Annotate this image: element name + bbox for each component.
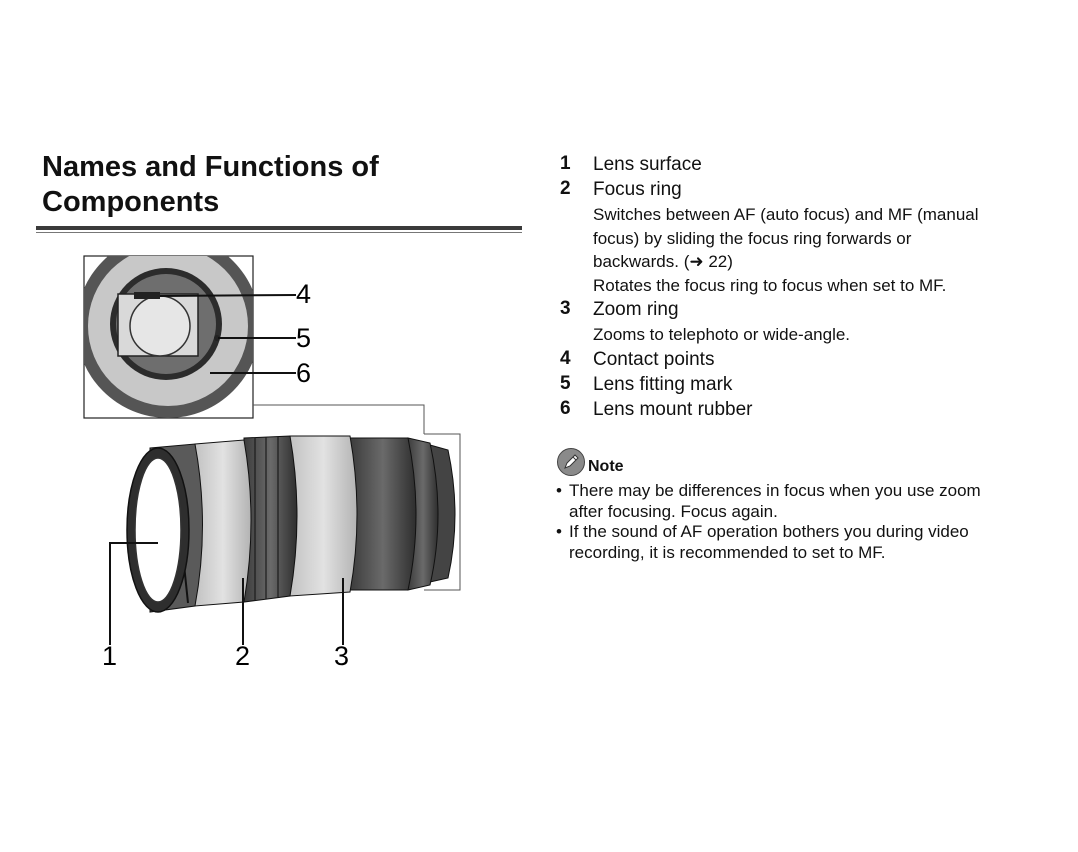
- desc-line: Switches between AF (auto focus) and MF …: [593, 205, 979, 224]
- note-line: recording, it is recommended to set to M…: [569, 542, 886, 562]
- callout-2: 2: [235, 641, 250, 671]
- note-line: after focusing. Focus again.: [569, 501, 778, 521]
- lens-rear-inset: [83, 255, 297, 419]
- section-heading: Names and Functions of Components: [42, 150, 512, 220]
- component-item-3: 3 Zoom ring Zooms to telephoto or wide-a…: [560, 297, 1060, 347]
- item-title: Lens surface: [593, 154, 702, 175]
- lens-illustration: 4 5 6 1 2 3: [83, 255, 461, 671]
- heading-line-2: Components: [42, 186, 220, 218]
- item-number: 5: [560, 372, 571, 394]
- heading-rule-thin: [36, 232, 522, 233]
- desc-line: focus) by sliding the focus ring forward…: [593, 228, 912, 248]
- item-title: Zoom ring: [593, 299, 679, 320]
- desc-line: Zooms to telephoto or wide-angle.: [593, 325, 851, 344]
- component-item-6: 6 Lens mount rubber: [560, 397, 1060, 422]
- item-description: Zooms to telephoto or wide-angle.: [593, 323, 1060, 347]
- item-description: Switches between AF (auto focus) and MF …: [593, 203, 1060, 297]
- callout-1: 1: [102, 641, 117, 671]
- component-item-5: 5 Lens fitting mark: [560, 372, 1060, 397]
- note-bullet-2: If the sound of AF operation bothers you…: [556, 522, 1056, 563]
- desc-line: Rotates the focus ring to focus when set…: [593, 275, 947, 295]
- note-header: Note: [556, 447, 1056, 477]
- pencil-note-icon: [557, 448, 585, 476]
- heading-rule-thick: [36, 226, 522, 230]
- item-number: 4: [560, 347, 571, 369]
- note-section: Note There may be differences in focus w…: [556, 447, 1056, 563]
- desc-line: backwards. (➜ 22): [593, 252, 733, 271]
- callout-3: 3: [334, 641, 349, 671]
- note-title: Note: [588, 458, 624, 475]
- callout-5: 5: [296, 323, 311, 353]
- note-line: There may be differences in focus when y…: [569, 481, 981, 500]
- note-bullet-1: There may be differences in focus when y…: [556, 481, 1056, 522]
- component-item-1: 1 Lens surface: [560, 152, 1060, 177]
- item-title: Contact points: [593, 348, 715, 370]
- item-number: 6: [560, 397, 571, 419]
- component-list: 1 Lens surface 2 Focus ring Switches bet…: [560, 152, 1060, 422]
- item-number: 3: [560, 298, 571, 319]
- component-item-4: 4 Contact points: [560, 347, 1060, 372]
- item-title: Focus ring: [593, 179, 682, 200]
- item-title: Lens mount rubber: [593, 398, 753, 420]
- component-item-2: 2 Focus ring Switches between AF (auto f…: [560, 177, 1060, 297]
- callout-6: 6: [296, 358, 311, 388]
- item-number: 2: [560, 178, 571, 199]
- lens-side-view: [126, 435, 456, 613]
- heading-line-1: Names and Functions of: [42, 151, 379, 183]
- callout-4: 4: [296, 279, 311, 309]
- item-title: Lens fitting mark: [593, 373, 733, 395]
- note-line: If the sound of AF operation bothers you…: [569, 522, 969, 541]
- item-number: 1: [560, 153, 571, 174]
- note-list: There may be differences in focus when y…: [556, 481, 1056, 563]
